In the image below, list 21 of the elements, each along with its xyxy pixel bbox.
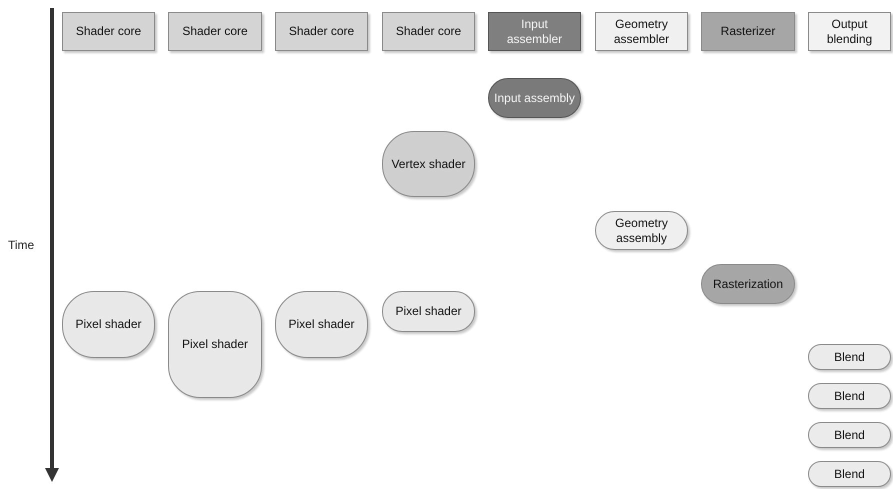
stage-pill: Blend [808,344,891,370]
stage-pill: Blend [808,461,891,487]
unit-box: Output blending [808,12,891,51]
unit-box: Rasterizer [701,12,795,51]
stage-pill: Blend [808,422,891,448]
unit-box: Shader core [168,12,262,51]
unit-box: Shader core [275,12,368,51]
stage-pill: Geometry assembly [595,211,688,250]
stage-pill: Input assembly [488,78,581,118]
stage-pill: Rasterization [701,264,795,304]
unit-box: Geometry assembler [595,12,688,51]
axis-label: Time [8,238,34,252]
stage-blob: Pixel shader [168,291,262,398]
stage-blob: Pixel shader [275,291,368,358]
stage-pill: Pixel shader [382,291,475,332]
stage-pill: Blend [808,383,891,409]
unit-box: Input assembler [488,12,581,51]
unit-box: Shader core [62,12,155,51]
stage-blob: Vertex shader [382,131,475,197]
unit-box: Shader core [382,12,475,51]
stage-blob: Pixel shader [62,291,155,358]
